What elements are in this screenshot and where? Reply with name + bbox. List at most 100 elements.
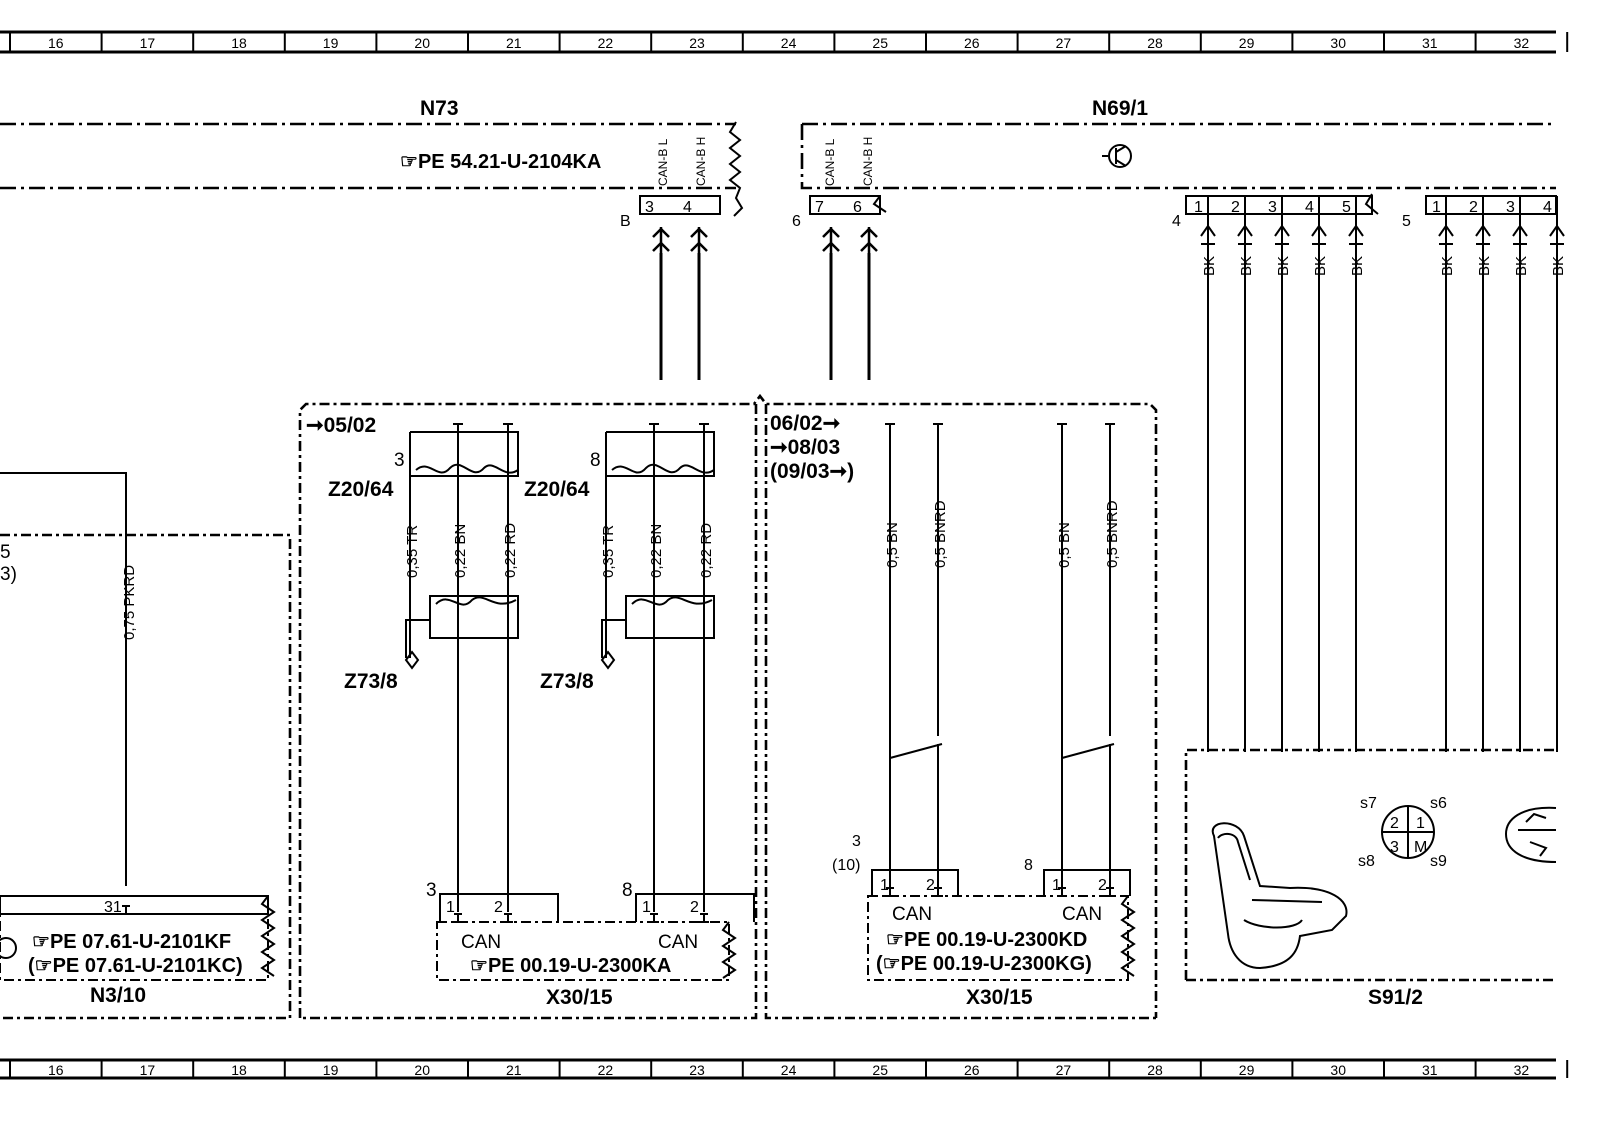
grid-cell-29: 29: [1239, 35, 1255, 51]
n69-conn5: 5: [1402, 213, 1411, 230]
grid-cell-28: 28: [1147, 1062, 1163, 1078]
conn-pin-3: 3: [1268, 199, 1277, 216]
grid-cell-25: 25: [872, 35, 888, 51]
group-b-date2: ➞08/03: [770, 436, 840, 459]
conn-pin-4: 4: [1305, 199, 1314, 216]
group-b-x30: X30/15: [966, 986, 1033, 1009]
grid-cell-21: 21: [506, 1062, 522, 1078]
grid-cell-31: 31: [1422, 1062, 1438, 1078]
grid-cell-30: 30: [1330, 35, 1346, 51]
n3-pin: 31: [104, 899, 122, 916]
n73-ref: ☞PE 54.21-U-2104KA: [400, 151, 601, 173]
switch-s8: s8: [1358, 853, 1375, 870]
wire-bk-label: BK: [1238, 256, 1255, 276]
grid-cell-16: 16: [48, 1062, 64, 1078]
x30-pin-1: 1: [880, 877, 889, 894]
grid-cell-20: 20: [414, 35, 430, 51]
n3-edge-text-1: 5: [0, 542, 11, 563]
x30-conn: 3: [426, 880, 437, 901]
x30-pin-1: 1: [446, 899, 455, 916]
n73-pin-a: 3: [645, 199, 654, 216]
wire-label: 0,22 RD: [698, 523, 715, 578]
wire-label: 0,22 RD: [502, 523, 519, 578]
grid-cell-26: 26: [964, 1062, 980, 1078]
switch-s6: s6: [1430, 795, 1447, 812]
wire-label: 0,5 BNRD: [1104, 500, 1121, 568]
conn-pin-1: 1: [1432, 199, 1441, 216]
component-n69: N69/1 CAN-B L CAN-B H 6 7 6 4 1BK2BK3BK4…: [792, 97, 1567, 752]
wire-pkrd-label: 0,75 PKRD: [121, 565, 138, 640]
n69-conn4: 4: [1172, 213, 1181, 230]
n73-label: N73: [420, 97, 459, 120]
n3-edge-text-2: 3): [0, 564, 17, 585]
wire-bk-label: BK: [1439, 256, 1456, 276]
switch-q3: 3: [1390, 839, 1399, 856]
component-n73: N73 ☞PE 54.21-U-2104KA CAN-B L CAN-B H B…: [0, 97, 744, 380]
grid-cell-16: 16: [48, 35, 64, 51]
grid-cell-20: 20: [414, 1062, 430, 1078]
grid-cell-22: 22: [598, 35, 614, 51]
grid-cell-19: 19: [323, 35, 339, 51]
component-n3-10: 0,75 PKRD 5 3) 31 ☞PE 07.61-U-2101KF (☞P…: [0, 472, 292, 1020]
group-a-can-2: CAN: [658, 932, 698, 953]
grid-cell-26: 26: [964, 35, 980, 51]
wire-label: 0,22 BN: [452, 524, 469, 578]
group-a-x30: X30/15: [546, 986, 613, 1009]
z20-64-label: Z20/64: [328, 478, 394, 501]
grid-cell-28: 28: [1147, 35, 1163, 51]
n73-sig-b: CAN-B H: [694, 137, 708, 186]
grid-cell-32: 32: [1514, 1062, 1530, 1078]
grid-cell-23: 23: [689, 35, 705, 51]
component-s91-2: 2 1 3 M s7 s6 s8 s9 S91/2: [1184, 744, 1557, 1009]
conn-pin-4: 4: [1543, 199, 1552, 216]
conn-pin-5: 5: [1342, 199, 1351, 216]
n3-ref1: ☞PE 07.61-U-2101KF: [32, 931, 231, 953]
grid-cell-30: 30: [1330, 1062, 1346, 1078]
grid-cell-22: 22: [598, 1062, 614, 1078]
wire-label: 0,35 TR: [600, 525, 617, 578]
n73-pin-b: 4: [683, 199, 692, 216]
grid-cell-29: 29: [1239, 1062, 1255, 1078]
grid-cell-23: 23: [689, 1062, 705, 1078]
wire-label: 0,5 BNRD: [932, 500, 949, 568]
x30-pin-2: 2: [926, 877, 935, 894]
seat-icon: [1211, 822, 1348, 970]
wire-label: 0,5 BN: [884, 522, 901, 568]
position-switch-icon: 2 1 3 M s7 s6 s8 s9: [1358, 795, 1447, 870]
n69-label: N69/1: [1092, 97, 1148, 120]
n73-conn: B: [620, 213, 631, 230]
n73-sig-a: CAN-B L: [656, 138, 670, 186]
seat-heater-icon: [1504, 806, 1557, 863]
conn-pin-2: 2: [1469, 199, 1478, 216]
switch-qm: M: [1414, 839, 1427, 856]
x30-conn: 8: [622, 880, 633, 901]
grid-cell-19: 19: [323, 1062, 339, 1078]
n3-ref2: (☞PE 07.61-U-2101KC): [28, 955, 243, 977]
z73-8-label: Z73/8: [540, 670, 594, 693]
grid-cell-24: 24: [781, 1062, 797, 1078]
wire-bk-label: BK: [1275, 256, 1292, 276]
z20-conn: 3: [394, 450, 405, 471]
n3-label: N3/10: [90, 984, 146, 1007]
wire-bk-label: BK: [1201, 256, 1218, 276]
group-b-date3: (09/03➞): [770, 460, 854, 483]
grid-cell-18: 18: [231, 1062, 247, 1078]
conn-pin-1: 1: [1194, 199, 1203, 216]
group-b-conn1: 3: [852, 833, 861, 850]
grid-cell-24: 24: [781, 35, 797, 51]
group-a-ref: ☞PE 00.19-U-2300KA: [470, 955, 671, 977]
group-b-ref2: (☞PE 00.19-U-2300KG): [876, 953, 1092, 975]
grid-cell-17: 17: [140, 1062, 156, 1078]
z20-64-label: Z20/64: [524, 478, 590, 501]
grid-cell-25: 25: [872, 1062, 888, 1078]
grid-cell-18: 18: [231, 35, 247, 51]
group-b-ref1: ☞PE 00.19-U-2300KD: [886, 929, 1087, 951]
grid-cell-32: 32: [1514, 35, 1530, 51]
group-b-date1: 06/02➞: [770, 412, 841, 435]
grid-cell-27: 27: [1056, 35, 1072, 51]
switch-q2: 2: [1390, 815, 1399, 832]
